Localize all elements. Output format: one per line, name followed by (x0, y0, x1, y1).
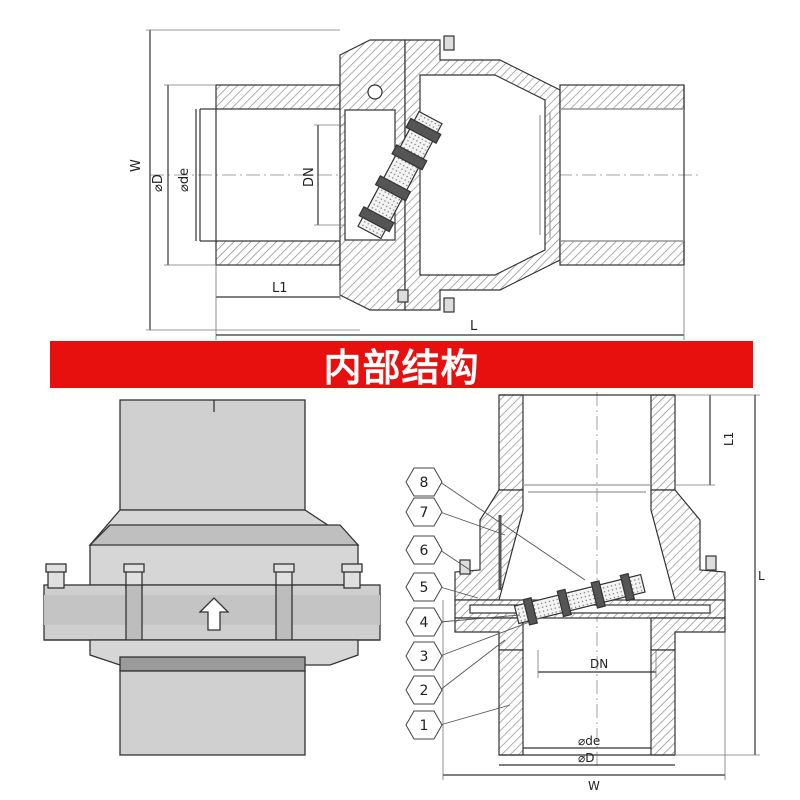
vertical-section-drawing (439, 392, 760, 780)
part-callouts: 8 7 6 5 4 3 2 1 (405, 467, 443, 740)
bottom-right-dimension-labels: L1 L DN ⌀de ⌀D W (578, 432, 765, 793)
top-label-l: L (470, 319, 478, 334)
left-socket-wall-top (215, 84, 341, 110)
flow-direction-arrow (198, 597, 230, 631)
br-label-l1: L1 (722, 432, 736, 446)
right-socket-wall-top (559, 84, 685, 110)
right-socket-wall-bottom (559, 240, 685, 266)
br-label-l: L (758, 569, 765, 583)
callout-8: 8 (405, 467, 443, 497)
top-section-drawing (146, 29, 700, 340)
br-label-w: W (588, 779, 600, 793)
top-label-od: ⌀D (151, 174, 166, 192)
flange-bolts (45, 563, 363, 641)
callout-3: 3 (405, 641, 443, 671)
callout-7: 7 (405, 497, 443, 527)
callout-5: 5 (405, 572, 443, 602)
svg-text:3: 3 (420, 649, 429, 665)
callout-1: 1 (405, 710, 443, 740)
top-label-w: W (129, 159, 144, 172)
top-bolt-upper (443, 35, 455, 51)
svg-text:6: 6 (420, 543, 429, 559)
banner-title: 内部结构 (323, 346, 480, 390)
top-label-ode: ⌀de (177, 168, 192, 192)
top-swing-disc (357, 110, 443, 240)
lower-pipe (119, 670, 306, 756)
svg-text:4: 4 (420, 615, 429, 631)
svg-text:8: 8 (420, 475, 429, 491)
external-view-drawing (43, 399, 381, 756)
svg-text:1: 1 (420, 718, 429, 734)
lower-pipe-band (119, 656, 306, 672)
top-dimension-labels: W ⌀D ⌀de DN L1 L (129, 159, 478, 334)
callout-4: 4 (405, 607, 443, 637)
section-banner: 内部结构 (50, 341, 753, 390)
svg-text:5: 5 (420, 580, 429, 596)
svg-text:7: 7 (420, 505, 429, 521)
svg-text:2: 2 (420, 683, 429, 699)
top-label-l1: L1 (272, 281, 288, 296)
top-label-dn: DN (302, 167, 317, 187)
top-bolt-lower (443, 297, 455, 313)
callout-2: 2 (405, 675, 443, 705)
br-label-od: ⌀D (578, 751, 594, 765)
br-label-ode: ⌀de (578, 734, 600, 748)
callout-6: 6 (405, 535, 443, 565)
upper-pipe (119, 399, 306, 511)
br-label-dn: DN (590, 657, 608, 671)
left-socket-wall-bottom (215, 240, 341, 266)
